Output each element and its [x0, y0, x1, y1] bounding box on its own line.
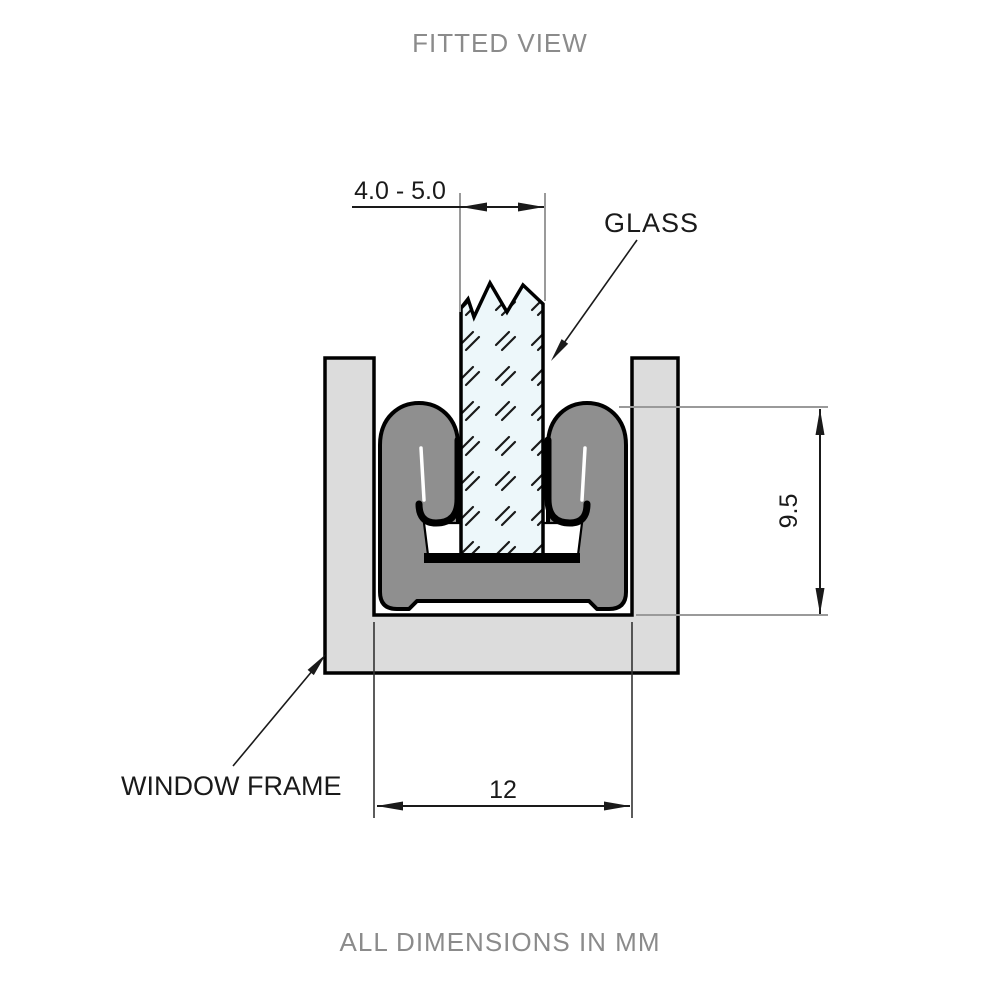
arrowhead [551, 339, 569, 361]
dim-channel-width-text: 12 [489, 776, 517, 804]
gasket-left-lip [415, 436, 462, 527]
arrowhead [815, 409, 825, 435]
dim-seal-height-text: 9.5 [775, 494, 803, 529]
window-frame-leader-line [232, 657, 324, 767]
window-frame-label: WINDOW FRAME [121, 771, 341, 801]
arrowhead [815, 588, 825, 614]
arrowhead [377, 801, 403, 811]
glass-leader-line [553, 239, 638, 358]
gasket-seat-bar [424, 553, 580, 563]
dim-glass-thickness-text: 4.0 - 5.0 [354, 177, 446, 205]
window-frame-profile [323, 356, 680, 675]
glass-pane [459, 279, 545, 558]
gasket-right-lip [544, 436, 591, 527]
arrowhead [461, 202, 487, 212]
arrowhead [604, 801, 630, 811]
drawing-title: FITTED VIEW [412, 28, 588, 58]
arrowhead [307, 654, 326, 676]
glass-label: GLASS [604, 208, 699, 238]
footer-note: ALL DIMENSIONS IN MM [340, 927, 661, 957]
arrowhead [518, 202, 544, 212]
gasket-right-slit [580, 446, 587, 502]
gasket-left-slit [419, 446, 426, 502]
